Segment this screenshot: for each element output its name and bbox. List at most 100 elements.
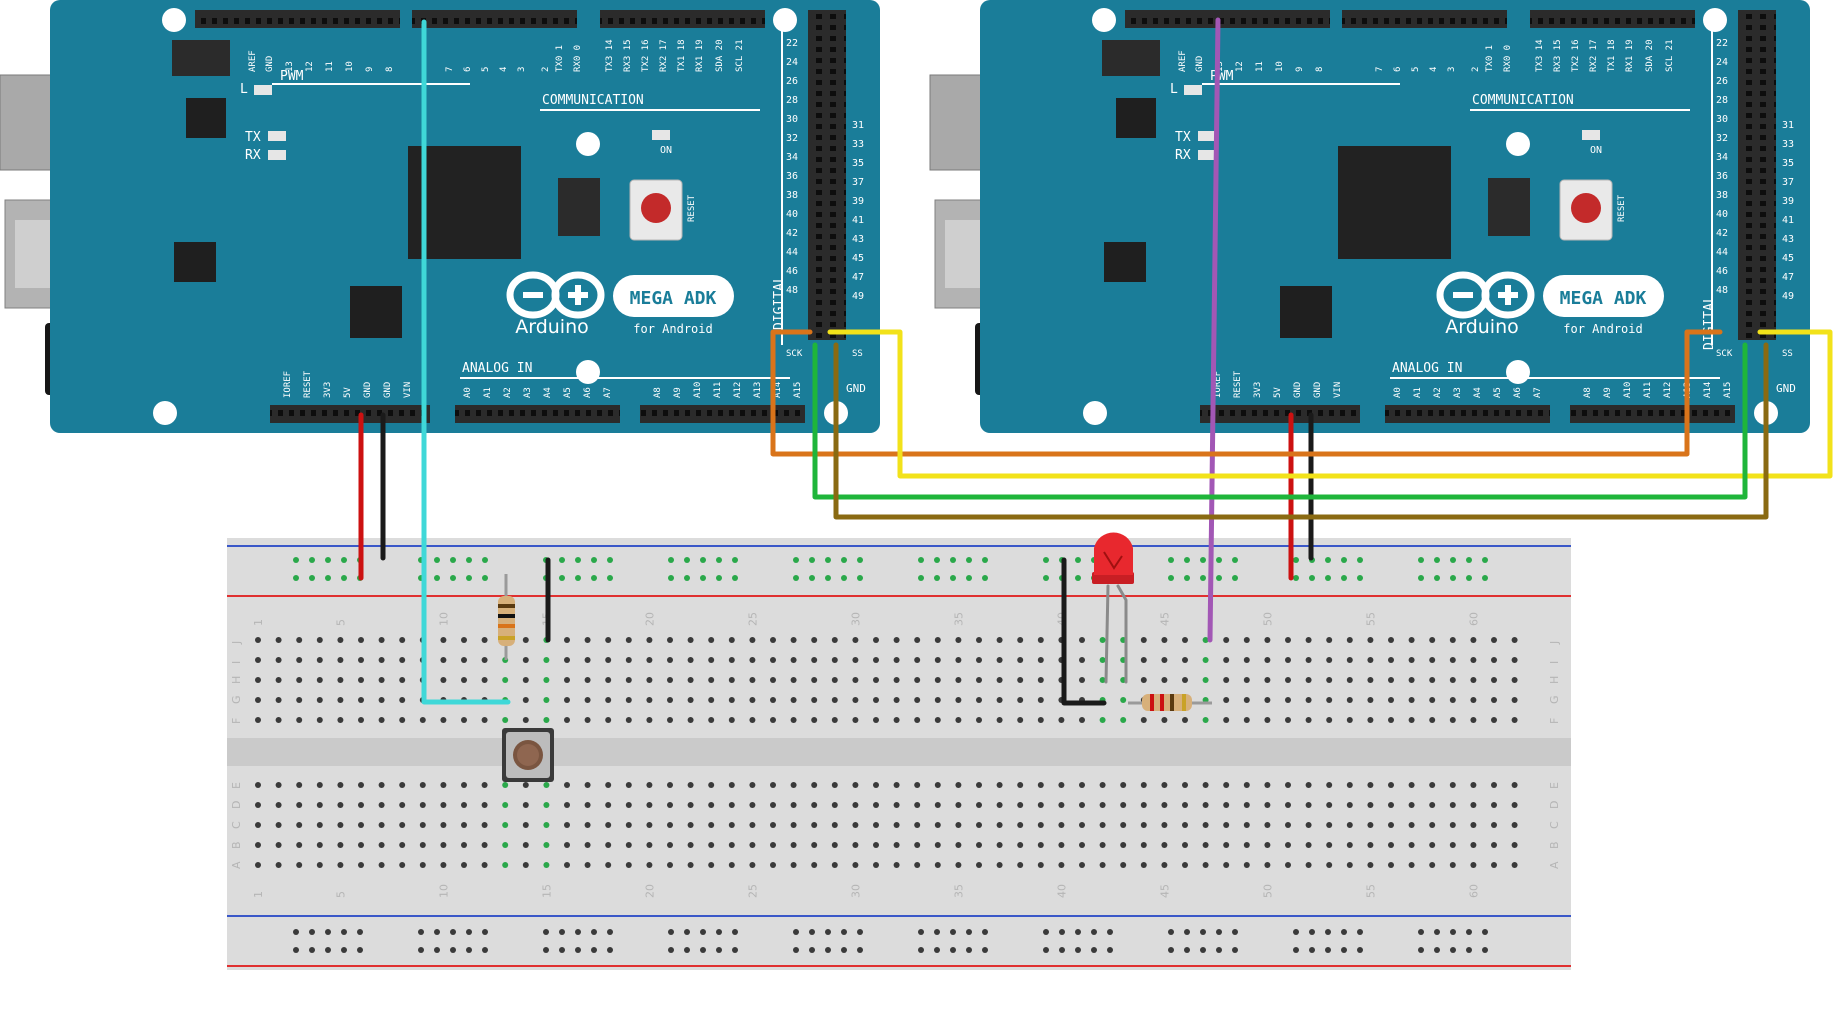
grid-hole xyxy=(873,657,879,663)
grid-hole xyxy=(749,637,756,643)
grid-hole xyxy=(1058,842,1065,848)
top-pin-label: RX2 17 xyxy=(659,39,669,72)
label-sck: SCK xyxy=(786,349,803,359)
grid-hole xyxy=(625,842,632,848)
digital-pin-label: 31 xyxy=(852,120,864,131)
column-number: 25 xyxy=(746,612,759,626)
rail-hole xyxy=(668,575,674,581)
rail-hole xyxy=(1075,557,1081,563)
rail-hole xyxy=(1434,947,1440,953)
rail-hole xyxy=(684,575,690,581)
grid-hole xyxy=(255,802,261,808)
rail-hole xyxy=(934,557,940,563)
grid-hole xyxy=(275,717,282,723)
label-communication: COMMUNICATION xyxy=(1472,93,1574,108)
grid-hole xyxy=(1243,862,1250,868)
grid-hole xyxy=(419,842,426,848)
grid-hole xyxy=(728,717,735,723)
rail-hole xyxy=(607,947,613,953)
rail-hole xyxy=(341,557,347,563)
grid-hole xyxy=(337,677,344,683)
rail-hole xyxy=(1341,947,1347,953)
grid-hole xyxy=(934,637,941,643)
grid-hole xyxy=(749,822,756,828)
grid-hole xyxy=(543,657,550,663)
grid-hole xyxy=(1120,782,1127,788)
rail-hole xyxy=(466,575,472,581)
grid-hole xyxy=(1017,782,1024,788)
grid-hole xyxy=(1202,862,1209,868)
grid-hole xyxy=(316,717,323,723)
digital-pin-label: 30 xyxy=(1716,114,1728,125)
grid-hole xyxy=(955,842,962,848)
column-number: 35 xyxy=(952,884,965,898)
grid-hole xyxy=(1408,717,1415,723)
top-pin-label: 5 xyxy=(481,67,491,72)
rail-hole xyxy=(668,947,674,953)
grid-hole xyxy=(1243,822,1250,828)
main-chip xyxy=(1338,146,1451,259)
grid-hole xyxy=(1223,782,1230,788)
grid-hole xyxy=(316,802,323,808)
grid-hole xyxy=(770,782,776,788)
rail-hole xyxy=(1450,557,1456,563)
grid-hole xyxy=(893,717,900,723)
analog-pin-label: A0 xyxy=(463,387,473,398)
grid-hole xyxy=(667,657,673,663)
row-letter: D xyxy=(230,801,243,809)
grid-hole xyxy=(1223,802,1230,808)
grid-hole xyxy=(1449,842,1456,848)
led-leg-1 xyxy=(1104,584,1110,684)
rail-hole xyxy=(825,575,831,581)
rail-hole xyxy=(950,947,956,953)
wire-yellow-miso xyxy=(827,329,1833,479)
rail-hole xyxy=(357,929,363,935)
rail-hole xyxy=(1075,929,1081,935)
grid-hole xyxy=(1429,822,1436,828)
grid-hole xyxy=(1326,822,1333,828)
grid-hole xyxy=(1223,822,1230,828)
grid-hole xyxy=(275,802,282,808)
column-number: 55 xyxy=(1364,612,1377,626)
push-button[interactable] xyxy=(502,728,554,782)
power-pin-label: GND xyxy=(1313,382,1323,398)
rail-hole xyxy=(684,557,690,563)
grid-hole xyxy=(378,842,385,848)
label-communication: COMMUNICATION xyxy=(542,93,644,108)
rail-hole xyxy=(418,929,424,935)
row-letter: A xyxy=(230,861,243,869)
model-text: MEGA ADK xyxy=(1560,288,1647,309)
row-letter: F xyxy=(1548,718,1561,724)
grid-hole xyxy=(1491,782,1497,788)
rail-hole xyxy=(809,575,815,581)
grid-hole xyxy=(440,862,447,868)
grid-hole xyxy=(1305,822,1312,828)
grid-hole xyxy=(893,637,900,643)
grid-hole xyxy=(708,862,715,868)
rail-hole xyxy=(1325,557,1331,563)
grid-hole xyxy=(996,657,1003,663)
grid-hole xyxy=(255,782,261,788)
grid-hole xyxy=(522,657,529,663)
power-pin-label: GND xyxy=(1293,382,1303,398)
grid-hole xyxy=(1285,862,1291,868)
power-pin-label: GND xyxy=(363,382,373,398)
grid-hole xyxy=(831,657,838,663)
row-letter: J xyxy=(230,641,243,645)
analog-pin-label: A11 xyxy=(1643,382,1653,398)
grid-hole xyxy=(873,822,879,828)
grid-hole xyxy=(1367,782,1374,788)
grid-hole xyxy=(296,842,303,848)
header-analog-low xyxy=(455,405,620,423)
grid-hole xyxy=(378,862,385,868)
grid-hole xyxy=(667,717,673,723)
grid-hole xyxy=(811,697,818,703)
top-pin-label: RX3 15 xyxy=(1553,39,1563,72)
grid-hole xyxy=(1079,842,1085,848)
top-pin-label: 11 xyxy=(1255,61,1265,72)
analog-pin-label: A10 xyxy=(1623,382,1633,398)
row-letter: H xyxy=(230,676,243,684)
rail-hole xyxy=(341,575,347,581)
grid-hole xyxy=(749,717,756,723)
